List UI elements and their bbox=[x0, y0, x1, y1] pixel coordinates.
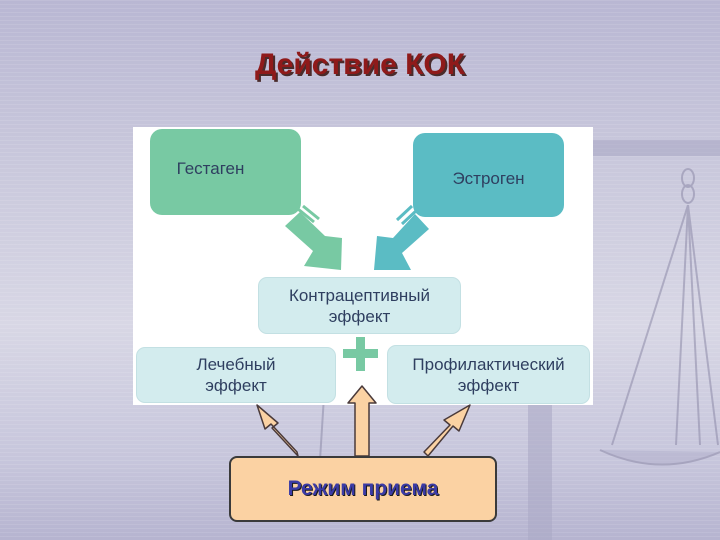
estrogen-box: Эстроген bbox=[413, 133, 564, 217]
regimen-box: Режим приема bbox=[229, 456, 497, 522]
page-title: Действие КОК bbox=[254, 48, 466, 81]
therapeutic-effect-label: Лечебный эффект bbox=[196, 355, 276, 395]
gestagen-box: Гестаген bbox=[150, 129, 301, 215]
estrogen-label: Эстроген bbox=[452, 168, 525, 188]
therapeutic-effect-box: Лечебный эффект bbox=[136, 347, 336, 403]
regimen-arrow-center-icon bbox=[347, 385, 377, 457]
gestagen-arrow-icon bbox=[285, 204, 342, 270]
contraceptive-effect-label: Контрацептивный эффект bbox=[288, 285, 431, 326]
estrogen-arrow-icon bbox=[374, 204, 429, 270]
preventive-effect-box: Профилактический эффект bbox=[387, 345, 590, 404]
regimen-arrow-left-icon bbox=[256, 404, 299, 457]
regimen-arrow-right-icon bbox=[423, 404, 471, 457]
regimen-label: Режим приема bbox=[287, 477, 439, 500]
preventive-effect-label: Профилактический эффект bbox=[412, 354, 565, 395]
contraceptive-effect-box: Контрацептивный эффект bbox=[258, 277, 461, 334]
gestagen-label: Гестаген bbox=[176, 158, 245, 178]
plus-icon bbox=[343, 337, 378, 371]
